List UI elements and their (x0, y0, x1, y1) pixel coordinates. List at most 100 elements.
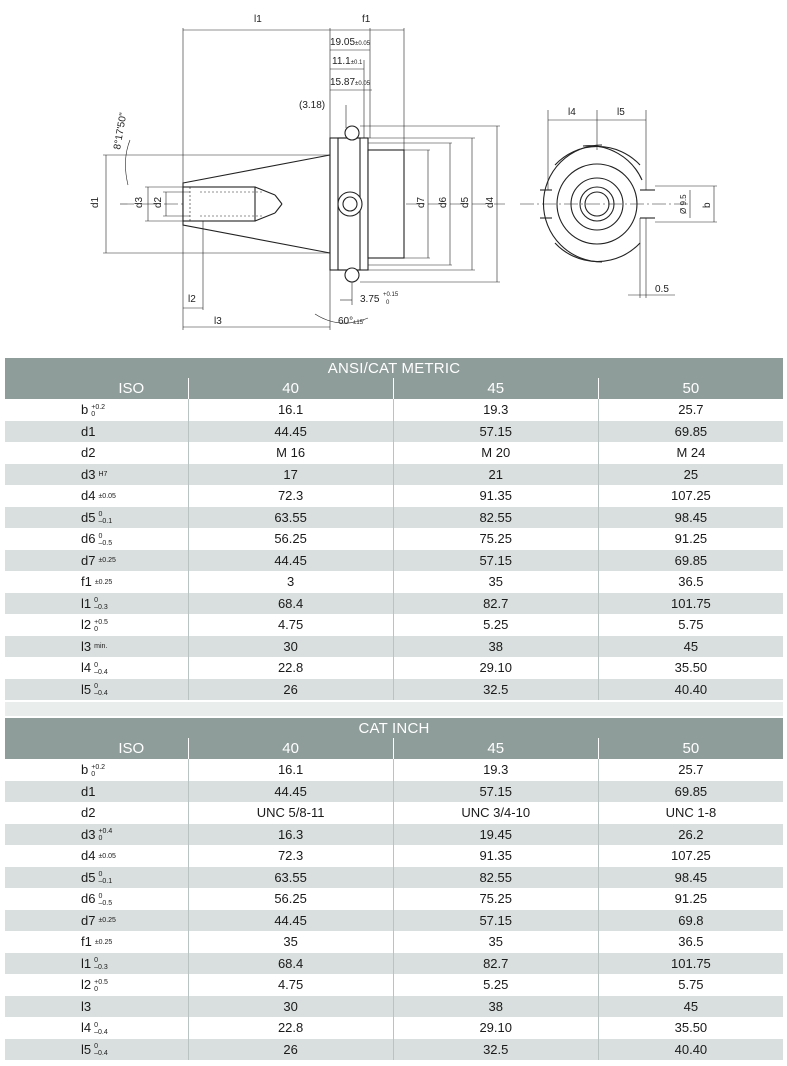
tolerance: ±0.05 (98, 492, 116, 500)
value-cell: 45 (597, 635, 783, 657)
tolerance-lower: –0.4 (94, 1050, 108, 1058)
tolerance-upper: 0 (94, 597, 99, 605)
tolerance: ±0.25 (98, 557, 116, 565)
dim-b: b (702, 202, 713, 208)
value-cell: 91.25 (597, 888, 783, 910)
value-cell: 19.45 (392, 823, 598, 845)
header-iso: ISO (118, 740, 145, 757)
param-name: l3 (81, 638, 92, 654)
value-cell: 25.7 (597, 759, 783, 781)
tolerance: 0–0.3 (94, 957, 108, 971)
value-cell: 40.40 (597, 1038, 783, 1060)
header-iso: ISO (118, 380, 145, 397)
value-cell: 44.45 (187, 909, 393, 931)
value-cell: 30 (187, 995, 393, 1017)
dim-95: Ø 9.5 (679, 194, 688, 214)
value-cell: 57.15 (392, 909, 598, 931)
dim-l1: l1 (254, 14, 262, 25)
dim-l3: l3 (214, 316, 222, 327)
header-50: 50 (597, 738, 783, 759)
value-cell: 75.25 (392, 888, 598, 910)
tolerance-lower: –0.3 (94, 604, 108, 612)
header-45: 45 (392, 738, 598, 759)
dim-angle: 8°17'50" (112, 111, 129, 150)
param-name: l2 (81, 617, 92, 632)
dim-cone: 60°±15' (338, 316, 364, 327)
value-cell: 44.45 (187, 549, 393, 571)
value-cell: 69.8 (597, 909, 783, 931)
tolerance-lower: –0.3 (94, 964, 108, 972)
tolerance-upper: +0.5 (94, 618, 108, 626)
param-name: l4 (81, 1020, 92, 1035)
value-cell: 16.3 (187, 823, 393, 845)
param-name: d6 (81, 531, 96, 546)
tolerance-lower: –0.5 (98, 899, 113, 907)
param-name: l2 (81, 977, 92, 992)
tolerance: ±0.25 (94, 578, 113, 586)
tolerance-lower: –0.5 (98, 539, 113, 547)
dim-15: 15.87±0.05 (330, 77, 371, 88)
value-cell: 101.75 (597, 592, 783, 614)
tolerance-lower: 0 (91, 410, 96, 418)
tolerance-upper: +0.2 (91, 763, 106, 771)
header-45: 45 (392, 378, 598, 399)
value-cell: 75.25 (392, 528, 598, 550)
dim-318: (3.18) (299, 100, 325, 111)
param-cell: d7±0.25 (5, 550, 188, 572)
tolerance: ±0.05 (98, 852, 116, 860)
param-cell: d1 (5, 781, 188, 803)
param-cell: l3 (5, 996, 188, 1018)
value-cell: 40.40 (597, 678, 783, 700)
table-title: ANSI/CAT METRIC (5, 358, 783, 378)
param-name: d5 (81, 869, 96, 885)
value-cell: 57.15 (392, 780, 598, 802)
param-name: d1 (81, 783, 96, 799)
value-cell: 5.75 (597, 974, 783, 996)
value-cell: 26 (187, 1038, 393, 1060)
value-cell: 25.7 (597, 399, 783, 421)
value-cell: UNC 5/8-11 (187, 802, 393, 824)
value-cell: 16.1 (187, 399, 393, 421)
value-cell: 22.8 (187, 1017, 393, 1039)
tolerance: H7 (98, 471, 108, 479)
value-cell: 72.3 (187, 485, 393, 507)
value-cell: 57.15 (392, 549, 598, 571)
dim-375-up: +0.15 (383, 292, 399, 298)
dim-19: 19.05±0.05 (330, 37, 371, 48)
tolerance: ±0.25 (94, 938, 113, 946)
param-name: d4 (81, 488, 96, 503)
table-separator (5, 702, 783, 716)
value-cell: 29.10 (392, 657, 598, 679)
table-title: CAT INCH (5, 718, 783, 738)
value-cell: 21 (392, 463, 598, 485)
tolerance: 0–0.4 (94, 1043, 108, 1057)
dim-d6: d6 (438, 196, 449, 208)
tolerance-lower: 0 (94, 985, 99, 993)
value-cell: 5.75 (597, 614, 783, 636)
value-cell: 26.2 (597, 823, 783, 845)
value-cell: 19.3 (392, 759, 598, 781)
param-name: d4 (81, 848, 96, 863)
dim-d3: d3 (134, 196, 145, 208)
